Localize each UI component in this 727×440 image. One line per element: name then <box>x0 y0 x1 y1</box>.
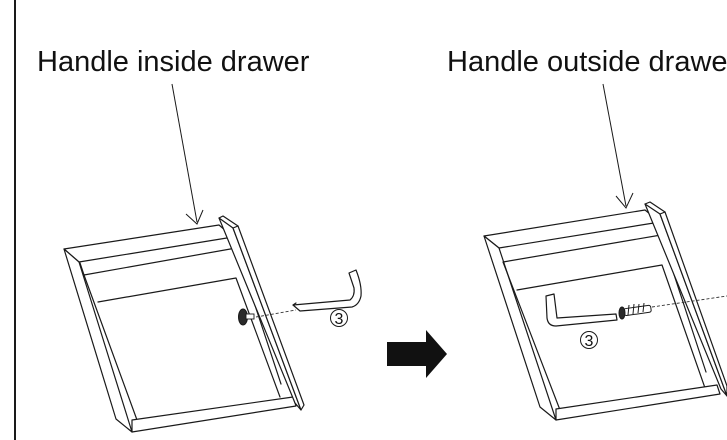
drawer-right <box>483 201 727 421</box>
handle-knob-icon <box>238 308 255 326</box>
pointer-arrowhead-left <box>185 209 204 225</box>
hex-key-icon <box>292 269 362 312</box>
pointer-line-left <box>171 83 198 223</box>
svg-text:3: 3 <box>335 311 344 328</box>
svg-text:3: 3 <box>585 333 594 350</box>
pointer-arrowhead-right <box>615 192 634 209</box>
part-number-badge-left: 3 <box>330 309 348 328</box>
part-number-badge-right: 3 <box>580 331 598 350</box>
hex-key-icon-right <box>545 293 618 327</box>
label-inside-drawer: Handle inside drawer <box>37 46 310 78</box>
drawer-left <box>63 215 305 433</box>
right-arrow-icon <box>387 330 447 378</box>
screw-icon <box>618 302 652 320</box>
pointer-line-right <box>602 83 627 207</box>
label-outside-drawer: Handle outside drawer <box>447 46 727 78</box>
